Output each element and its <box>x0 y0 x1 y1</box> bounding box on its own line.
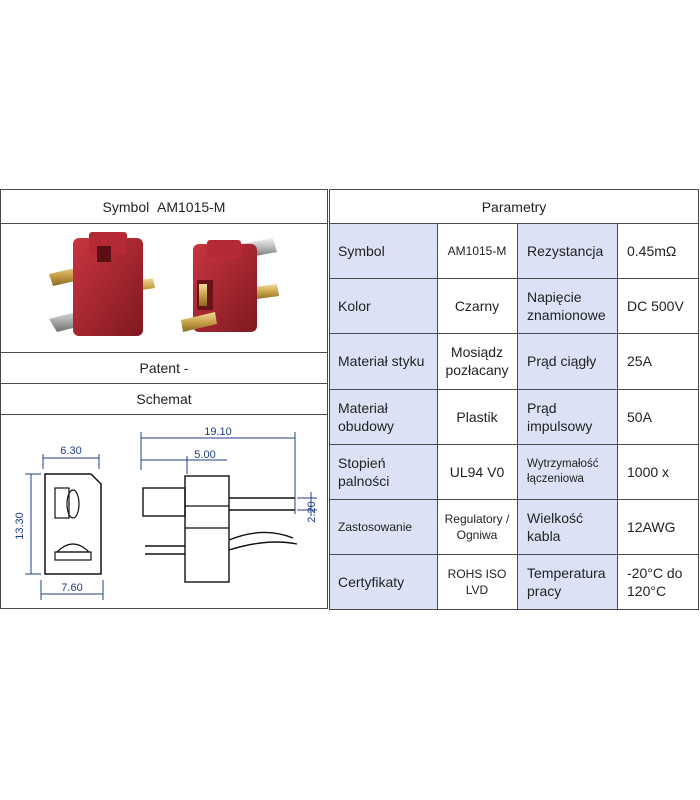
grid-line <box>329 189 699 190</box>
schematic-drawing: 6.30 13.30 7.60 19.10 <box>1 414 327 608</box>
table-cell-k1: Materiał obudowy <box>330 389 437 444</box>
grid-line <box>617 223 618 610</box>
side-view: 19.10 5.00 2.20 <box>140 426 318 583</box>
front-view: 6.30 13.30 7.60 <box>14 445 104 600</box>
table-cell-v2: 12AWG <box>627 518 676 535</box>
schemat-text: Schemat <box>136 391 192 407</box>
grid-line <box>329 499 699 500</box>
table-cell-k2: Prąd ciągły <box>517 333 617 389</box>
dim-front-width-bottom: 7.60 <box>61 582 82 594</box>
table-cell-v1: Mosiądz pozłacany <box>445 344 509 378</box>
connector-photo-1 <box>49 232 155 336</box>
table-cell-v1: Regulatory / Ogniwa <box>444 511 510 542</box>
connector-photo-2 <box>181 238 279 332</box>
table-cell-v1: Plastik <box>456 408 498 425</box>
table-cell-v2: 1000 x <box>627 463 670 480</box>
table-cell-k2: Napięcie znamionowe <box>517 278 617 333</box>
table-cell-k2: Rezystancja <box>517 223 617 278</box>
dim-side-thickness: 2.20 <box>306 501 318 522</box>
table-cell-k1: Stopień palności <box>330 444 437 499</box>
table-cell-v2: 25A <box>627 353 652 369</box>
table-cell-v1: UL94 V0 <box>449 463 505 480</box>
grid-line <box>327 189 328 609</box>
grid-line <box>0 383 328 384</box>
grid-line <box>329 554 699 555</box>
patent-text: Patent - <box>139 360 189 376</box>
table-cell-v2: -20°C do 120°C <box>627 564 683 599</box>
table-cell-k1: Symbol <box>330 223 437 278</box>
grid-line <box>329 444 699 445</box>
grid-line <box>0 223 328 224</box>
grid-line <box>0 414 328 415</box>
product-photo <box>1 224 327 352</box>
grid-line <box>329 223 699 224</box>
grid-line <box>698 189 699 610</box>
grid-line <box>329 189 330 610</box>
patent-row: Patent - <box>1 353 327 383</box>
parametry-title: Parametry <box>481 198 547 215</box>
parametry-header: Parametry <box>330 190 698 223</box>
table-cell-k1: Zastosowanie <box>330 499 437 554</box>
dim-front-height: 13.30 <box>14 512 26 540</box>
symbol-value: AM1015-M <box>157 198 226 215</box>
symbol-label: Symbol <box>102 198 150 215</box>
table-cell-v1: AM1015-M <box>447 243 507 258</box>
table-cell-k2: Temperatura pracy <box>517 554 617 609</box>
table-cell-k1: Certyfikaty <box>330 554 437 609</box>
table-cell-k1: Kolor <box>330 278 437 333</box>
table-cell-k2: Prąd impulsowy <box>517 389 617 444</box>
table-cell-v1: ROHS ISO LVD <box>447 566 507 597</box>
table-cell-v2: DC 500V <box>627 297 684 314</box>
grid-line <box>0 189 328 190</box>
grid-line <box>0 352 328 353</box>
grid-line <box>329 278 699 279</box>
table-cell-k1: Materiał styku <box>330 333 437 389</box>
table-cell-v2: 50A <box>627 408 652 425</box>
schemat-header: Schemat <box>1 384 327 414</box>
grid-line <box>329 389 699 390</box>
grid-line <box>437 223 438 610</box>
table-cell-k2: Wielkość kabla <box>517 499 617 554</box>
grid-line <box>0 189 1 609</box>
grid-line <box>329 333 699 334</box>
dim-front-width-top: 6.30 <box>60 445 81 457</box>
table-cell-v2: 0.45mΩ <box>627 242 677 259</box>
grid-line <box>329 609 699 610</box>
dim-side-length: 19.10 <box>204 426 232 438</box>
grid-line <box>0 608 328 609</box>
table-cell-k2: Wytrzymałość łączeniowa <box>517 444 617 499</box>
left-symbol-header: Symbol AM1015-M <box>1 190 327 223</box>
table-cell-v1: Czarny <box>454 297 500 314</box>
dim-side-pin: 5.00 <box>194 449 215 461</box>
grid-line <box>517 223 518 610</box>
